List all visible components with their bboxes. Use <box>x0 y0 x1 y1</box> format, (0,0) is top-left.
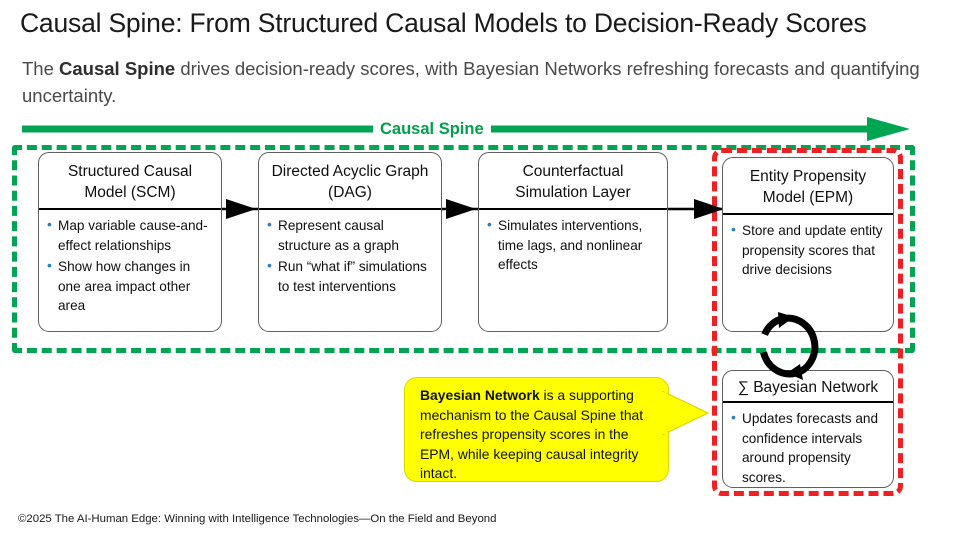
bayesian-highlight-region <box>712 148 903 496</box>
box-divider <box>723 213 893 216</box>
callout-text: Bayesian Network is a supporting mechani… <box>420 386 658 484</box>
box-bullet-list: Represent causal structure as a graph Ru… <box>259 210 441 302</box>
box-title: Structured Causal Model (SCM) <box>67 163 193 201</box>
box-title: ∑ Bayesian Network <box>737 379 879 396</box>
box-title: Directed Acyclic Graph (DAG) <box>271 163 429 201</box>
callout-emphasis: Bayesian Network <box>420 387 540 403</box>
list-item: Updates forecasts and confidence interva… <box>731 408 887 487</box>
box-title: Counterfactual Simulation Layer <box>515 163 631 201</box>
callout-tail <box>662 391 710 435</box>
box-title: Entity Propensity Model (EPM) <box>749 168 867 206</box>
bayesian-network-callout: Bayesian Network is a supporting mechani… <box>404 377 710 484</box>
process-box-scm[interactable]: Structured Causal Model (SCM) Map variab… <box>38 152 222 332</box>
list-item: Run “what if” simulations to test interv… <box>267 256 435 296</box>
page-title: Causal Spine: From Structured Causal Mod… <box>20 8 867 38</box>
box-bullet-list: Updates forecasts and confidence interva… <box>723 403 893 487</box>
callout-body-text: is a supporting mechanism to the Causal … <box>420 387 644 482</box>
list-item: Map variable cause-and-effect relationsh… <box>47 215 215 255</box>
subtitle-part-1: The <box>22 58 60 79</box>
box-divider <box>259 208 441 211</box>
list-item: Represent causal structure as a graph <box>267 215 435 255</box>
causal-spine-label: Causal Spine <box>373 118 491 140</box>
causal-spine-region <box>12 145 915 353</box>
list-item: Store and update entity propensity score… <box>731 220 887 280</box>
box-bullet-list: Store and update entity propensity score… <box>723 215 893 286</box>
box-divider <box>479 208 667 211</box>
footer-copyright: ©2025 The AI-Human Edge: Winning with In… <box>18 513 497 525</box>
callout-body <box>404 377 669 482</box>
box-divider <box>723 401 893 404</box>
subtitle-part-2: drives decision-ready scores, with Bayes… <box>22 58 920 106</box>
process-box-counterfactual[interactable]: Counterfactual Simulation Layer Simulate… <box>478 152 668 332</box>
circular-refresh-arrow-icon <box>759 312 819 380</box>
box-bullet-list: Map variable cause-and-effect relationsh… <box>39 210 221 322</box>
box-bullet-list: Simulates interventions, time lags, and … <box>479 210 667 281</box>
page-subtitle: The Causal Spine drives decision-ready s… <box>22 55 934 109</box>
box-divider <box>39 208 221 211</box>
process-box-epm[interactable]: Entity Propensity Model (EPM) Store and … <box>722 157 894 332</box>
subtitle-emphasis: Causal Spine <box>59 58 176 79</box>
process-box-bayesian-network[interactable]: ∑ Bayesian Network Updates forecasts and… <box>722 370 894 488</box>
list-item: Show how changes in one area impact othe… <box>47 256 215 316</box>
process-box-dag[interactable]: Directed Acyclic Graph (DAG) Represent c… <box>258 152 442 332</box>
list-item: Simulates interventions, time lags, and … <box>487 215 661 275</box>
